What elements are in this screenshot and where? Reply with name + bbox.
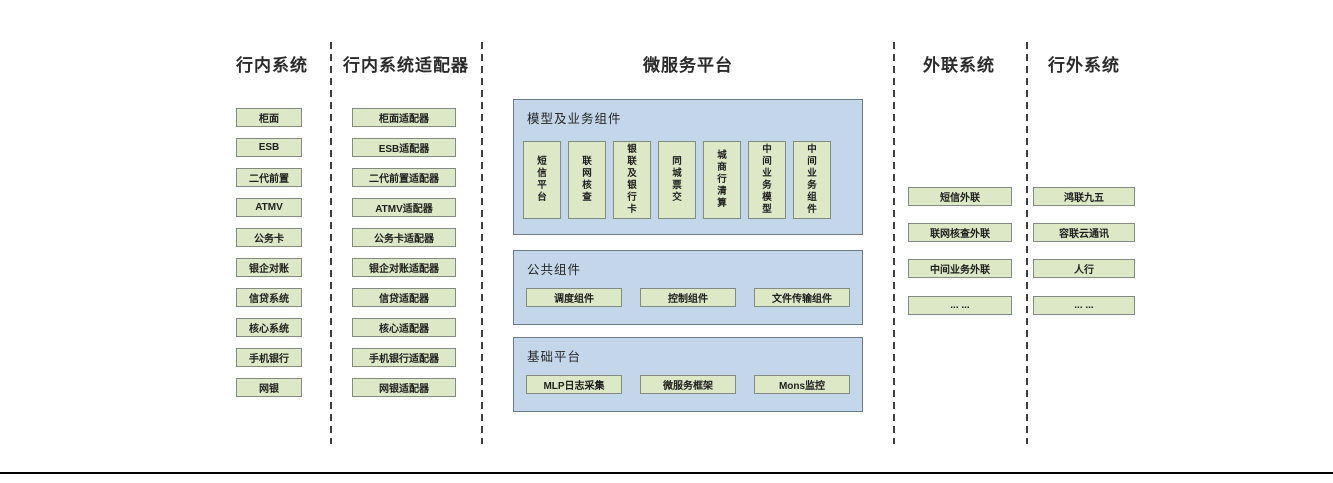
component-box: 银联及银行卡 — [613, 141, 651, 219]
external-system-box: 鸿联九五 — [1033, 187, 1135, 206]
panel-model-business-components: 模型及业务组件 短信平台 联网核查 银联及银行卡 同城票交 城商行清算 中间业务… — [513, 99, 863, 235]
internal-system-box: 二代前置 — [236, 168, 302, 187]
component-box: 中间业务组件 — [793, 141, 831, 219]
adapter-box: 核心适配器 — [352, 318, 456, 337]
internal-system-box: 网银 — [236, 378, 302, 397]
component-label: 银联及银行卡 — [627, 144, 637, 215]
adapter-box: 柜面适配器 — [352, 108, 456, 127]
component-box: 城商行清算 — [703, 141, 741, 219]
divider-adapters-platform — [481, 42, 483, 444]
component-label: 城商行清算 — [717, 150, 727, 209]
header-internal-systems: 行内系统 — [236, 56, 308, 75]
header-outreach-systems: 外联系统 — [923, 56, 995, 75]
adapter-box: ATMV适配器 — [352, 198, 456, 217]
divider-internal-adapters — [330, 42, 332, 444]
external-system-box: ... ... — [1033, 296, 1135, 315]
panel-common-components: 公共组件 调度组件 控制组件 文件传输组件 — [513, 250, 863, 325]
adapter-box: 公务卡适配器 — [352, 228, 456, 247]
component-box: 联网核查 — [568, 141, 606, 219]
internal-system-box: ESB — [236, 138, 302, 157]
component-box: 微服务框架 — [640, 375, 736, 394]
panel-title: 公共组件 — [527, 263, 582, 277]
header-adapters: 行内系统适配器 — [343, 56, 469, 75]
header-microservice-platform: 微服务平台 — [643, 56, 733, 75]
component-label: 中间业务模型 — [762, 144, 772, 215]
component-label: 短信平台 — [537, 156, 547, 203]
internal-system-box: 信贷系统 — [236, 288, 302, 307]
component-box: Mons监控 — [754, 375, 850, 394]
component-row: MLP日志采集 微服务框架 Mons监控 — [526, 375, 850, 394]
panel-title: 模型及业务组件 — [527, 112, 622, 126]
bottom-rule — [0, 472, 1333, 474]
outreach-system-box: 短信外联 — [908, 187, 1012, 206]
component-box: 调度组件 — [526, 288, 622, 307]
vertical-component-row: 短信平台 联网核查 银联及银行卡 同城票交 城商行清算 中间业务模型 中间业务组… — [523, 141, 831, 219]
adapter-box: 银企对账适配器 — [352, 258, 456, 277]
adapter-box: 信贷适配器 — [352, 288, 456, 307]
panel-base-platform: 基础平台 MLP日志采集 微服务框架 Mons监控 — [513, 337, 863, 412]
adapter-box: 手机银行适配器 — [352, 348, 456, 367]
component-label: 同城票交 — [672, 156, 682, 203]
component-box: 短信平台 — [523, 141, 561, 219]
component-box: 中间业务模型 — [748, 141, 786, 219]
component-label: 联网核查 — [582, 156, 592, 203]
outreach-system-box: ... ... — [908, 296, 1012, 315]
external-system-box: 容联云通讯 — [1033, 223, 1135, 242]
outreach-system-box: 中间业务外联 — [908, 259, 1012, 278]
internal-system-box: 柜面 — [236, 108, 302, 127]
adapter-box: 二代前置适配器 — [352, 168, 456, 187]
internal-system-box: 核心系统 — [236, 318, 302, 337]
header-external-systems: 行外系统 — [1048, 56, 1120, 75]
panel-title: 基础平台 — [527, 350, 582, 364]
outreach-system-box: 联网核查外联 — [908, 223, 1012, 242]
divider-platform-outreach — [893, 42, 895, 444]
adapter-box: ESB适配器 — [352, 138, 456, 157]
internal-system-box: 银企对账 — [236, 258, 302, 277]
component-box: 同城票交 — [658, 141, 696, 219]
component-box: 控制组件 — [640, 288, 736, 307]
component-box: MLP日志采集 — [526, 375, 622, 394]
component-box: 文件传输组件 — [754, 288, 850, 307]
component-row: 调度组件 控制组件 文件传输组件 — [526, 288, 850, 307]
internal-system-box: 手机银行 — [236, 348, 302, 367]
adapter-box: 网银适配器 — [352, 378, 456, 397]
component-label: 中间业务组件 — [807, 144, 817, 215]
internal-system-box: ATMV — [236, 198, 302, 217]
divider-outreach-external — [1026, 42, 1028, 444]
internal-system-box: 公务卡 — [236, 228, 302, 247]
external-system-box: 人行 — [1033, 259, 1135, 278]
